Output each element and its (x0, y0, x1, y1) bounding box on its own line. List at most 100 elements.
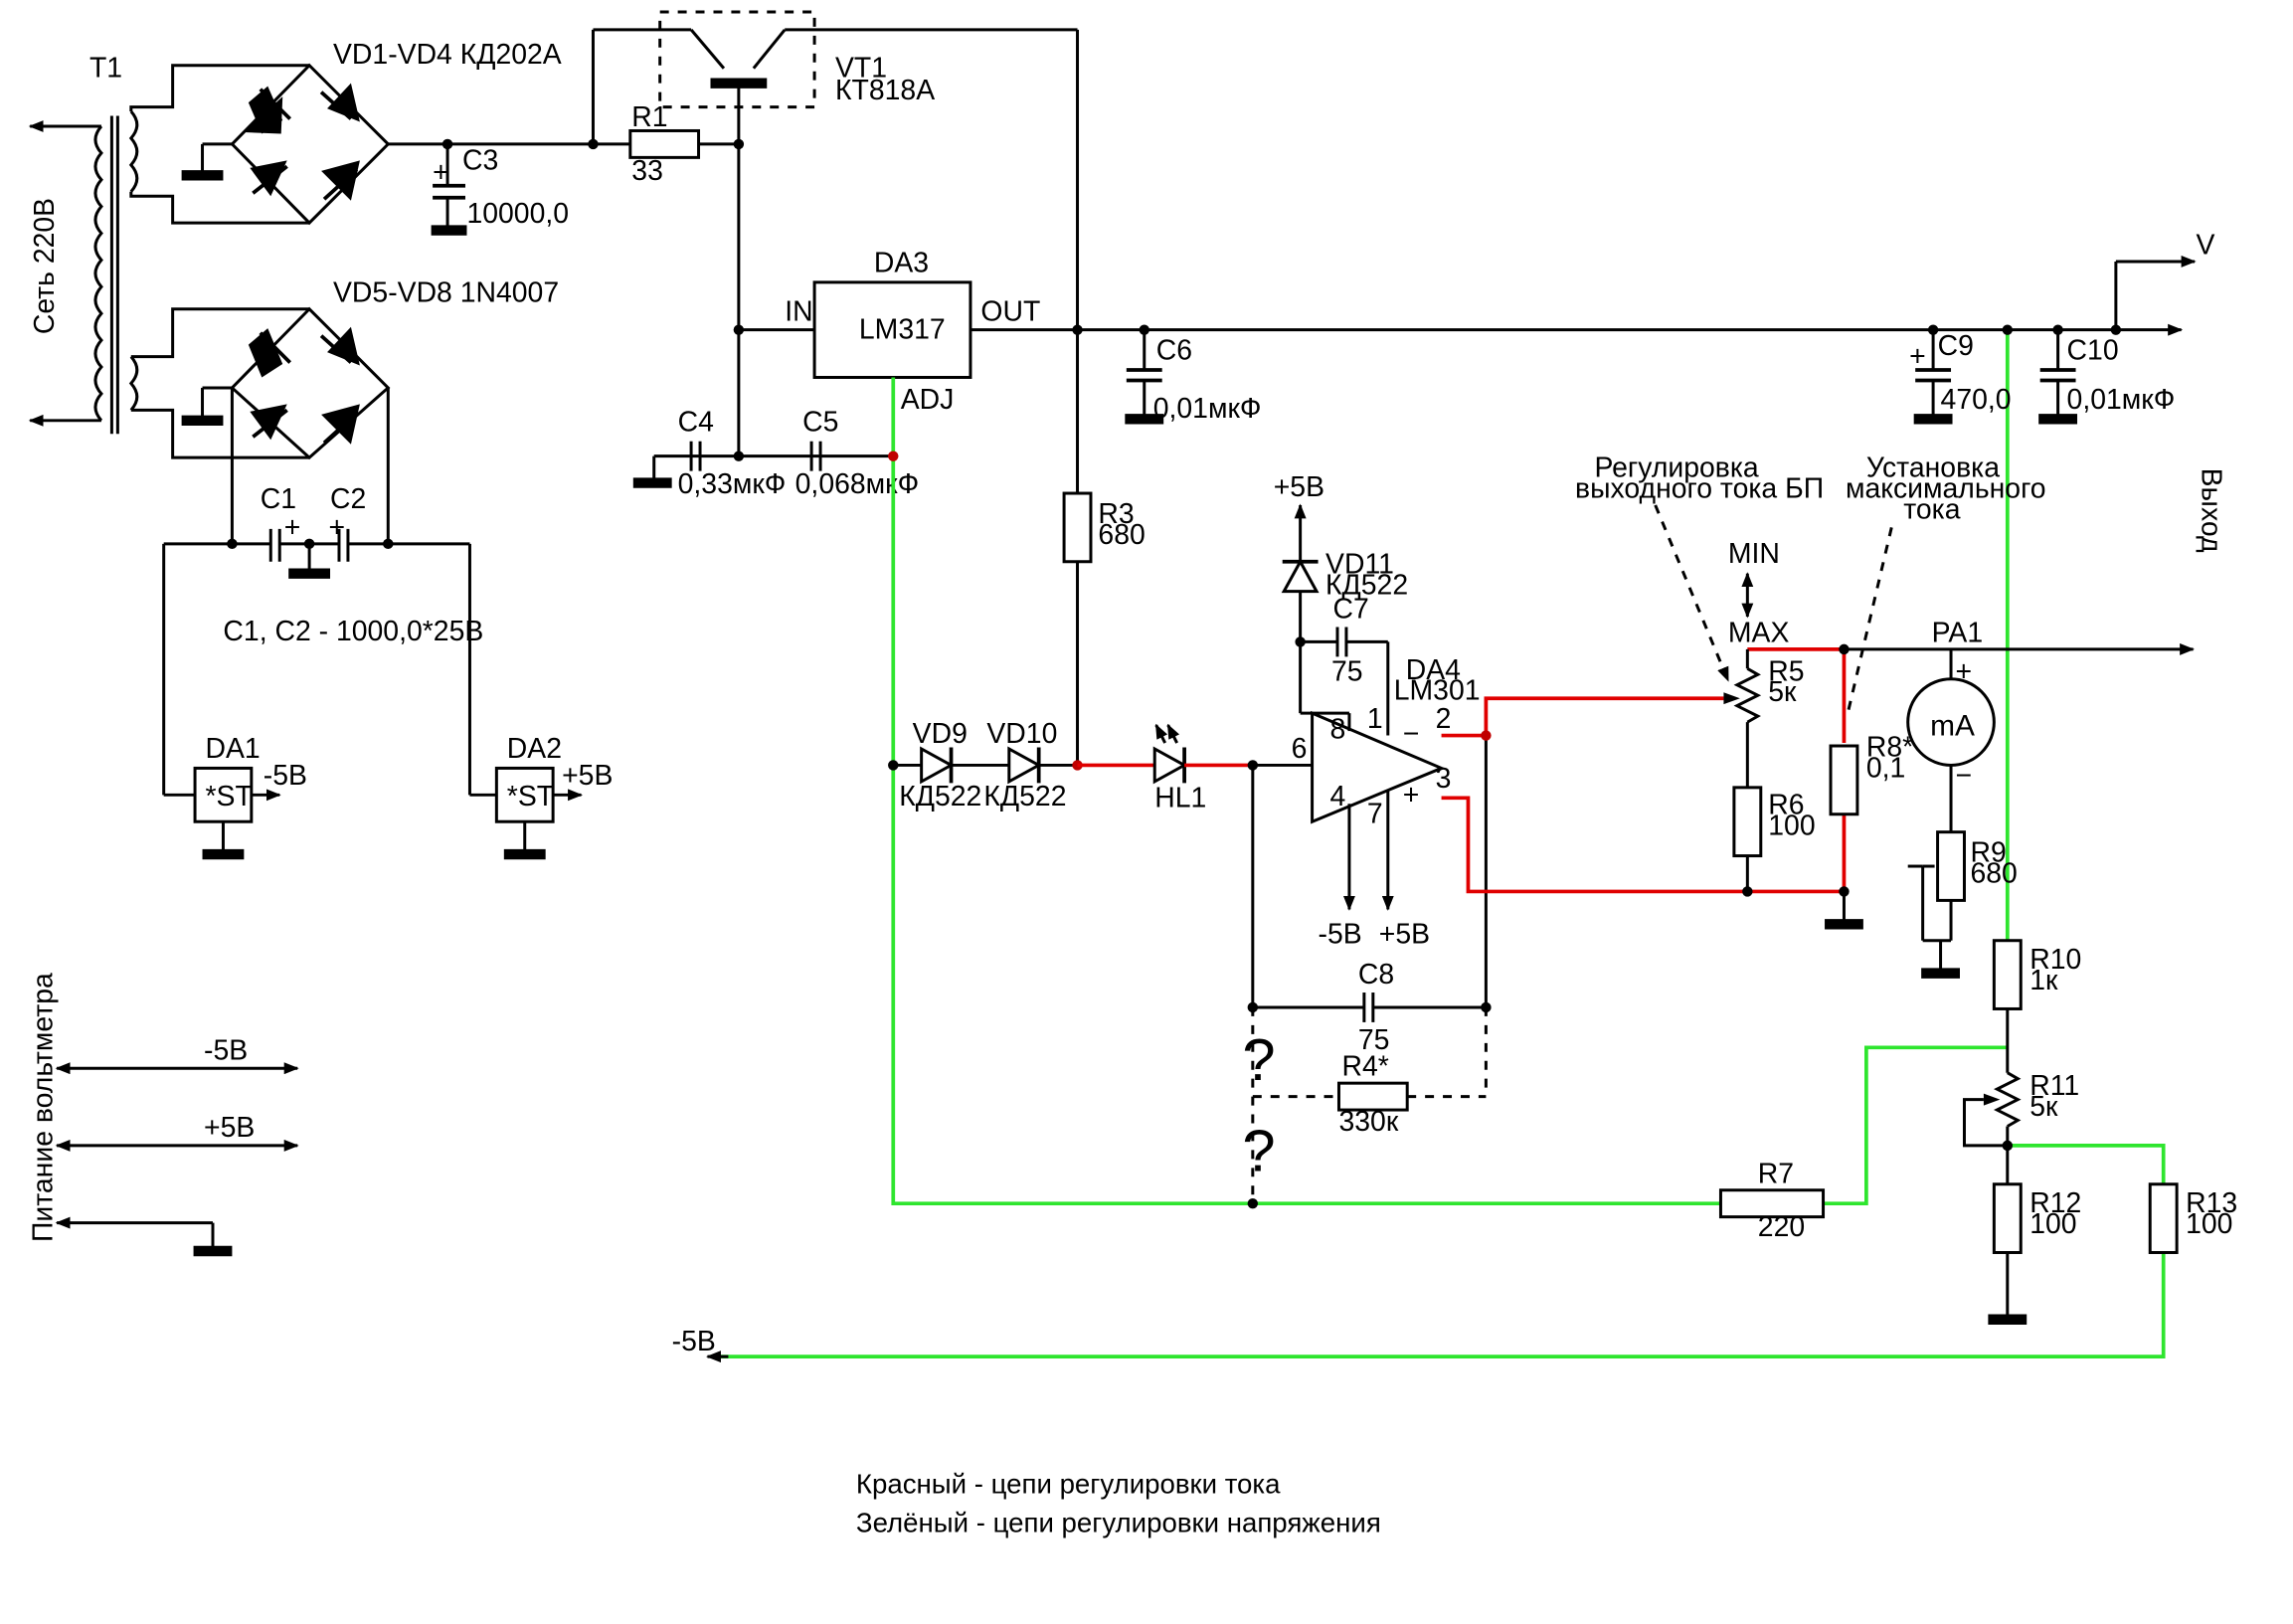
svg-text:+: + (329, 511, 346, 543)
label-c3: C3 (462, 144, 498, 176)
label-vd9: VD9 (913, 718, 968, 750)
c7-value: 75 (1331, 655, 1363, 687)
label-vd10: VD10 (986, 718, 1057, 750)
da4-type: LM301 (1394, 675, 1481, 707)
c5-value: 0,068мкФ (795, 468, 920, 500)
r3-value: 680 (1098, 519, 1145, 551)
label-c7: C7 (1333, 594, 1369, 626)
da3-body: LM317 (859, 314, 946, 346)
current-setting: Регулировка выходного тока БП Установка … (1575, 452, 2046, 930)
label-c6: C6 (1156, 335, 1192, 367)
pin-plus: + (1403, 779, 1420, 811)
regulator-da1: *ST DA1 -5В (162, 543, 307, 860)
label-da3: DA3 (874, 247, 929, 278)
label-output: Выход (2196, 468, 2227, 553)
note-max-l1: Установка (1866, 452, 2000, 484)
label-c2: C2 (330, 483, 366, 515)
svg-text:−: − (1956, 760, 1973, 792)
label-plus5-top: +5В (1274, 471, 1324, 503)
da3-adj: ADJ (901, 384, 955, 416)
label-c10: C10 (2067, 335, 2119, 367)
voltage-divider: R10 1к R11 5к R12 100 R13 100 (1962, 939, 2237, 1325)
label-r1: R1 (631, 101, 667, 133)
note-current-l1: Регулировка (1594, 452, 1758, 484)
label-max: MAX (1728, 617, 1790, 648)
label-vt1: VT1 (835, 53, 887, 85)
r9-value: 680 (1970, 857, 2017, 889)
meter-unit: mA (1930, 710, 1975, 743)
regulator-da2: *ST DA2 +5В (467, 543, 613, 860)
vm-plus5: +5В (204, 1112, 255, 1144)
c4-value: 0,33мкФ (678, 468, 787, 500)
question-mark-1: ? (1242, 1026, 1275, 1093)
r6-value: 100 (1768, 811, 1815, 842)
label-r10: R10 (2029, 944, 2081, 976)
bridge-vd1-vd4: VD1-VD4 КД202А (181, 39, 562, 226)
label-vd1-vd4: VD1-VD4 КД202А (333, 39, 562, 71)
supply-plus5: +5В (1379, 919, 1430, 951)
label-min: MIN (1728, 538, 1780, 570)
label-t1: T1 (89, 53, 122, 85)
pin-1: 1 (1367, 703, 1383, 735)
label-r3: R3 (1098, 498, 1134, 530)
label-c5: C5 (802, 406, 838, 438)
note-max-l3: тока (1903, 493, 1960, 525)
pin-6: 6 (1292, 733, 1308, 765)
vd9-type: КД522 (899, 781, 981, 812)
svg-text:+: + (1956, 655, 1973, 687)
split-supply: + + C1 C2 C1, C2 - 1000,0*25В (163, 387, 483, 647)
legend-red: Красный - цепи регулировки тока (856, 1469, 1281, 1500)
bridge-vd5-vd8: VD5-VD8 1N4007 (181, 276, 559, 460)
label-r6: R6 (1768, 790, 1804, 821)
r1-value: 33 (631, 155, 663, 187)
r12-value: 100 (2029, 1208, 2076, 1240)
r13-value: 100 (2186, 1208, 2232, 1240)
r11-value: 5к (2029, 1091, 2058, 1123)
label-r8: R8* (1866, 731, 1913, 763)
da1-output: -5В (264, 760, 307, 792)
label-v-out: V (2197, 229, 2215, 261)
question-mark-2: ? (1242, 1117, 1275, 1183)
pin-8: 8 (1330, 714, 1346, 746)
label-mains: Сеть 220В (29, 198, 61, 334)
pin-minus: − (1403, 718, 1420, 750)
da2-body: *ST (507, 781, 554, 812)
label-r7: R7 (1758, 1158, 1794, 1189)
vt1-type: КТ818А (835, 75, 935, 106)
note-current-l2: выходного тока БП (1575, 473, 1824, 505)
r4-value: 330к (1338, 1106, 1398, 1138)
label-c1: C1 (261, 483, 296, 515)
vm-minus5: -5В (204, 1034, 248, 1066)
svg-text:+: + (433, 156, 449, 188)
label-r12: R12 (2029, 1187, 2081, 1219)
label-vd5-vd8: VD5-VD8 1N4007 (333, 276, 559, 308)
c3-value: 10000,0 (466, 198, 569, 230)
label-hl1: HL1 (1154, 782, 1206, 813)
label-voltmeter-power: Питание вольтметра (28, 973, 60, 1242)
opamp-da4: 6 − + 2 3 1 8 4 7 DA4 LM301 -5В +5В +5В … (1242, 471, 1492, 1209)
label-da4: DA4 (1406, 654, 1461, 686)
note-max-l2: максимального (1846, 473, 2046, 505)
main-rectifier-output: + C3 10000,0 R1 33 VT1 КТ818А (388, 10, 1078, 330)
voltage-control-circuit: -5В (672, 324, 2166, 1363)
pin-4: 4 (1330, 781, 1346, 812)
supply-minus5: -5В (1319, 919, 1362, 951)
r5-value: 5к (1768, 676, 1797, 708)
svg-text:+: + (1909, 341, 1926, 373)
r10-value: 1к (2029, 965, 2058, 996)
label-vd11: VD11 (1325, 549, 1394, 581)
color-legend: Красный - цепи регулировки тока Зелёный … (856, 1469, 1381, 1538)
pin-2: 2 (1436, 703, 1452, 735)
label-minus5-bottom: -5В (672, 1326, 716, 1357)
diode-chain: VD9 КД522 VD10 КД522 HL1 (888, 718, 1259, 813)
label-r11: R11 (2029, 1070, 2079, 1102)
transformer-t1: T1 Сеть 220В (28, 53, 310, 459)
da1-body: *ST (206, 781, 253, 812)
label-r9: R9 (1970, 837, 2006, 869)
da3-out: OUT (980, 296, 1040, 328)
label-c8: C8 (1358, 959, 1394, 991)
vd10-type: КД522 (983, 781, 1066, 812)
ammeter-pa1: PA1 mA + − R9 680 (1844, 617, 2196, 979)
label-c4: C4 (678, 406, 714, 438)
